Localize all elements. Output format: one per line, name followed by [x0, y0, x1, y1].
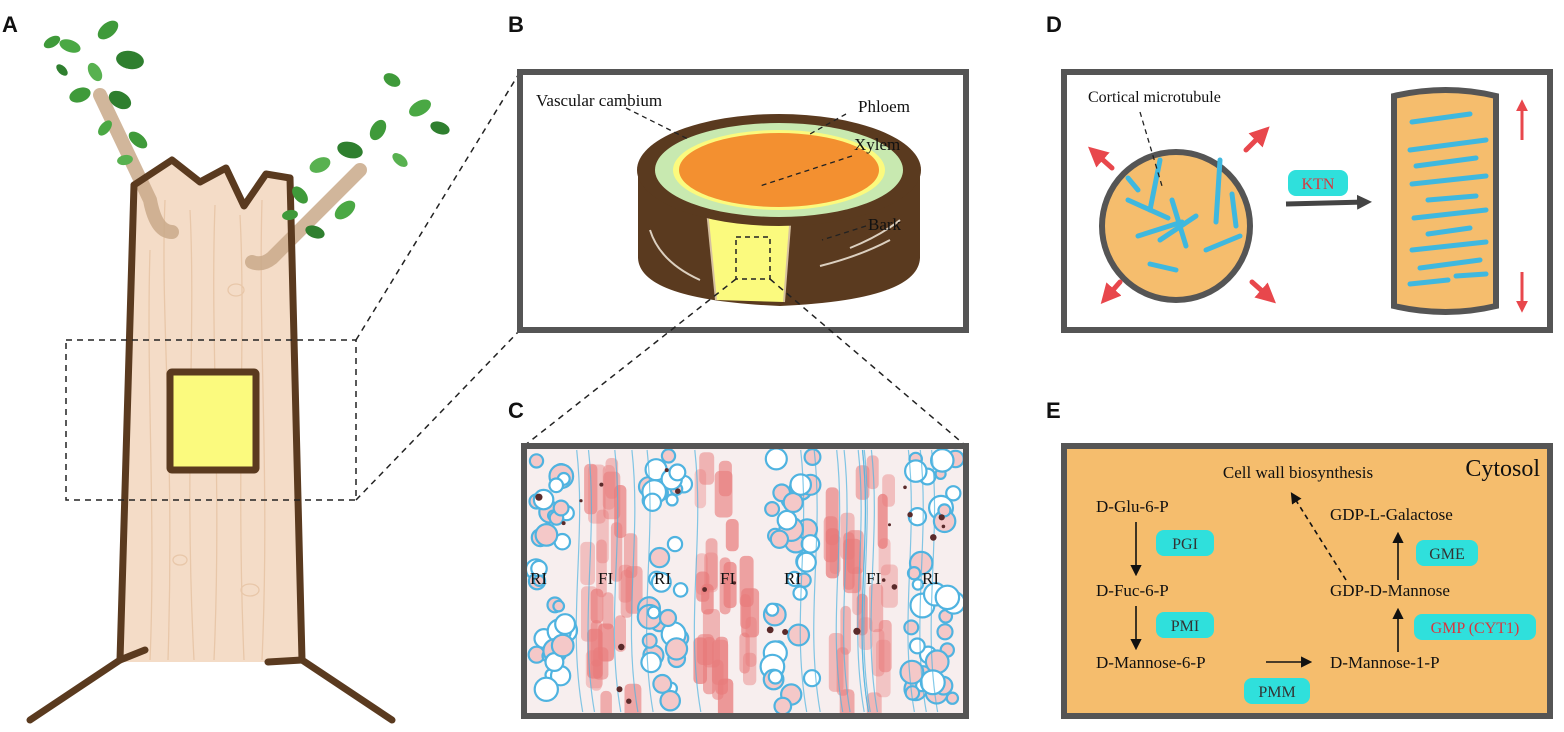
panel-d: D Cortical microtubule KTN	[1046, 12, 1553, 333]
node-d-fuc-6-p: D-Fuc-6-P	[1096, 581, 1169, 600]
tissue-label: FI	[866, 569, 881, 588]
transform-arrow	[1285, 194, 1372, 210]
panel-c-letter: C	[508, 398, 524, 423]
label-bark: Bark	[868, 215, 902, 234]
trunk-highlight	[166, 368, 260, 474]
tissue-label: RI	[784, 569, 801, 588]
panel-a-letter: A	[2, 12, 18, 37]
leaves	[43, 20, 450, 239]
label-phloem: Phloem	[858, 97, 910, 116]
panel-b-letter: B	[508, 12, 524, 37]
label-vascular-cambium: Vascular cambium	[536, 91, 662, 110]
tissue-label: FI	[720, 569, 735, 588]
enzyme-pgi: PGI	[1172, 536, 1198, 553]
enzyme-gmp: GMP (CYT1)	[1431, 620, 1520, 637]
ktn-badge	[1288, 170, 1348, 196]
node-gdp-l-galactose: GDP-L-Galactose	[1330, 505, 1453, 524]
label-cortical-microtubule: Cortical microtubule	[1088, 89, 1221, 106]
tissue-label: RI	[922, 569, 939, 588]
panel-b: B Vascular cambium Phloem Xylem Bark	[508, 12, 969, 333]
node-d-mannose-6-p: D-Mannose-6-P	[1096, 653, 1206, 672]
node-d-mannose-1-p: D-Mannose-1-P	[1330, 653, 1440, 672]
zoom-lines-bc	[523, 278, 967, 447]
expansion-arrows	[1088, 126, 1276, 305]
zoom-box-a	[65, 339, 357, 501]
random-microtubules	[1125, 157, 1243, 273]
tissue-labels: RI FI RI FI RI FI RI	[530, 569, 939, 588]
enzyme-gme: GME	[1429, 546, 1465, 563]
panel-d-letter: D	[1046, 12, 1062, 37]
panel-e-letter: E	[1046, 398, 1061, 423]
zoom-lines-ab	[355, 71, 521, 501]
xylem-core	[679, 133, 879, 207]
label-xylem: Xylem	[854, 135, 900, 154]
zoom-box-b	[735, 236, 771, 280]
cytosol-frame	[1061, 443, 1553, 719]
enzyme-pmm: PMM	[1258, 684, 1295, 701]
ktn-label: KTN	[1302, 176, 1335, 193]
tissue-label: RI	[530, 569, 547, 588]
branch-right	[245, 163, 367, 271]
aligned-microtubules	[1407, 111, 1489, 287]
tissue-image	[527, 449, 963, 713]
node-cell-wall: Cell wall biosynthesis	[1223, 463, 1373, 482]
enzyme-badges: PGI PMI PMM GME GMP (CYT1)	[1156, 530, 1536, 704]
panel-c: C RI FI RI FI RI FI RI	[508, 398, 969, 719]
enzyme-pmi: PMI	[1171, 618, 1199, 635]
tree-trunk-outline	[130, 156, 294, 210]
branch-left	[93, 88, 179, 239]
node-d-glu-6-p: D-Glu-6-P	[1096, 497, 1169, 516]
panel-e: E Cytosol Cell wall biosynthesis D-Glu-6…	[1046, 398, 1553, 719]
tissue-label: FI	[598, 569, 613, 588]
pathway-arrows	[1130, 492, 1404, 668]
panel-a: A	[2, 12, 450, 724]
label-cytosol: Cytosol	[1465, 456, 1540, 482]
tissue-label: RI	[654, 569, 671, 588]
node-gdp-d-mannose: GDP-D-Mannose	[1330, 581, 1450, 600]
